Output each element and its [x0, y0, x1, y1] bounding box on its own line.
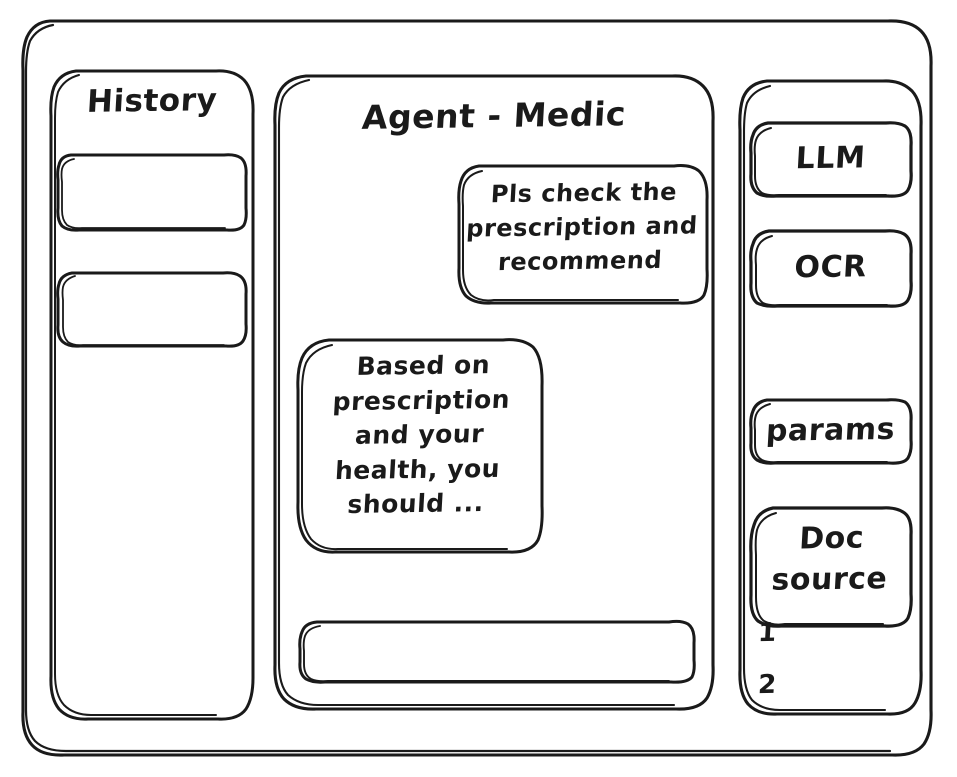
- history-item-outline: [55, 270, 248, 348]
- tool-params-label: params: [765, 411, 897, 449]
- history-panel-title: History: [85, 82, 219, 120]
- history-item[interactable]: [55, 270, 248, 348]
- history-item[interactable]: [55, 152, 248, 232]
- user-message-text: Pls check the prescription and recommend: [465, 177, 699, 277]
- agent-panel: Agent - Medic Pls check the prescription…: [272, 73, 716, 713]
- tool-ocr-label: OCR: [793, 249, 868, 286]
- message-input-outline: [297, 618, 697, 684]
- history-panel: History: [48, 68, 256, 724]
- tools-panel: LLM OCR params Doc source: [737, 78, 925, 718]
- tool-llm-label: LLM: [794, 140, 867, 177]
- doc-source-entry[interactable]: 1: [757, 617, 778, 649]
- assistant-message-text: Based on prescription and your health, y…: [331, 350, 511, 519]
- tool-button-ocr[interactable]: OCR: [748, 228, 913, 308]
- doc-source-panel[interactable]: Doc source: [748, 505, 913, 628]
- chat-message-assistant: Based on prescription and your health, y…: [293, 336, 546, 558]
- message-input[interactable]: [297, 618, 697, 684]
- tool-button-llm[interactable]: LLM: [748, 120, 913, 198]
- agent-panel-title: Agent - Medic: [360, 94, 628, 137]
- history-item-outline: [55, 152, 248, 232]
- doc-source-label: Doc source: [770, 520, 889, 598]
- chat-message-user: Pls check the prescription and recommend: [455, 162, 709, 306]
- tool-button-params[interactable]: params: [748, 397, 913, 465]
- doc-source-entry[interactable]: 2: [757, 669, 778, 701]
